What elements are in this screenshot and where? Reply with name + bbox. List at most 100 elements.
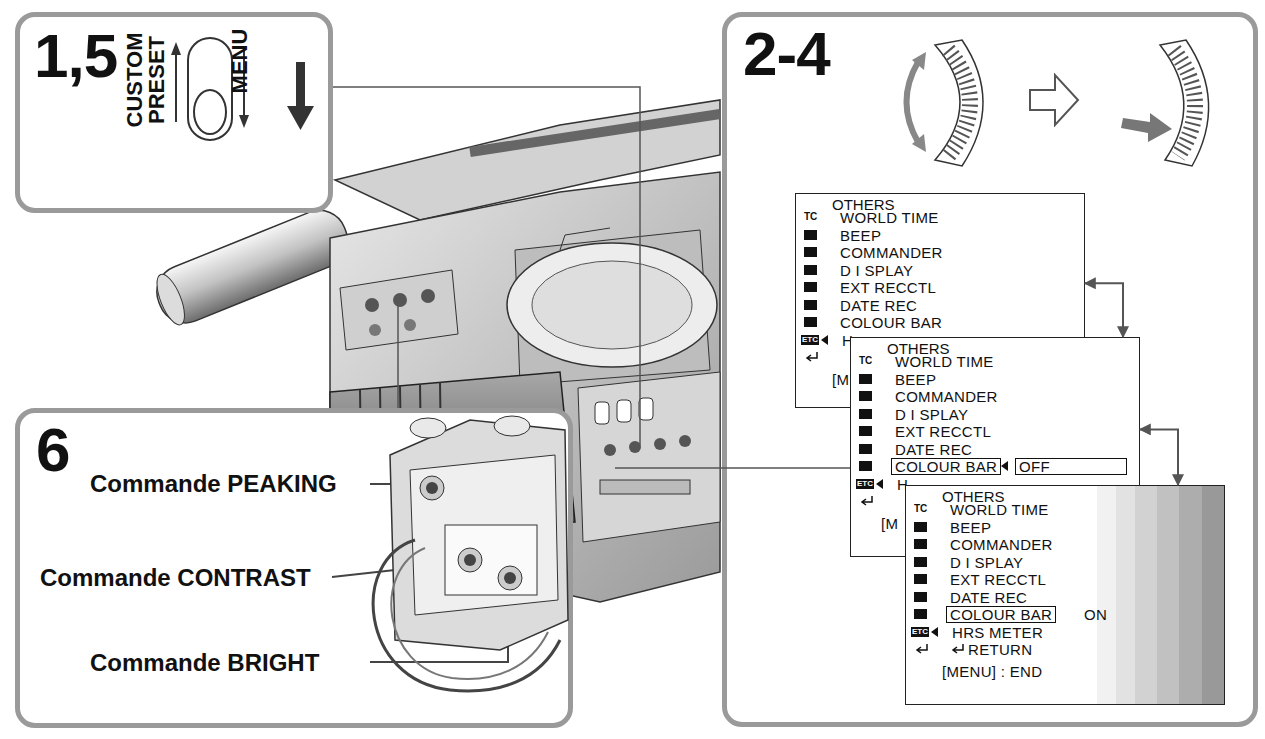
leader-line [615,467,850,469]
menu-icon-text: TC [859,356,872,366]
menu-item: BEEP [950,520,991,535]
menu-item: DATE REC [840,298,917,313]
menu-item: WORLD TIME [840,210,939,225]
selector-switch [175,52,177,122]
control-dial [912,52,926,70]
control-closeup [420,476,444,500]
return-symbol [805,351,819,363]
menu-item: WORLD TIME [895,354,994,369]
menu-item: D I SPLAY [840,263,913,278]
menu-icon-text: TC [804,212,817,222]
control-dial [912,134,926,152]
camcorder-illustration [617,400,631,422]
step-panel: 6 [15,408,573,728]
menu-icon-text: ETC [856,479,874,489]
menu-item: [MENU] : END [942,664,1042,679]
control-closeup [498,566,522,590]
menu-icon [914,574,927,584]
control-closeup [504,572,516,584]
step-number: 6 [36,419,69,481]
menu-item: [M [832,372,849,387]
menu-item: ON [1084,607,1107,622]
control-dial [948,50,970,156]
control-closeup [410,455,558,615]
step-number: 2-4 [743,23,830,85]
step-panel: 2-4OTHERSTCWORLD TIMEBEEPCOMMANDERD I SP… [722,12,1258,727]
control-closeup [391,548,548,679]
menu-item: COLOUR BAR [946,606,1056,623]
menu-icon [859,374,872,384]
menu-icon [859,461,872,471]
menu-icon [859,391,872,401]
camcorder-illustration [679,435,691,447]
menu-item: COLOUR BAR [840,315,942,330]
control-dial [1160,40,1209,166]
pointer-triangle [1001,461,1008,471]
menu-item: D I SPLAY [950,555,1023,570]
camcorder-illustration [369,324,381,336]
menu-icon-text: TC [914,504,927,514]
camcorder-illustration [151,271,190,329]
camcorder-illustration [404,319,416,331]
control-closeup [410,418,446,438]
control-dial [907,40,1209,166]
control-dial [1121,113,1172,142]
menu-item: COLOUR BAR [891,458,1001,475]
step-number: 1,5 [34,25,117,87]
menu-screen: OTHERSTCWORLD TIMEBEEPCOMMANDERD I SPLAY… [905,485,1225,705]
control-dial [1030,75,1078,125]
control-closeup [390,420,568,650]
menu-icon [804,317,817,327]
menu-icon [804,247,817,257]
menu-item: DATE REC [950,590,1027,605]
menu-item: HRS METER [952,625,1043,640]
camcorder-illustration [393,293,407,307]
menu-icon [914,522,927,532]
menu-item: EXT RECCTL [895,424,991,439]
control-closeup [426,482,438,494]
menu-icon [859,409,872,419]
camcorder-illustration [340,270,458,350]
menu-icon [914,609,927,619]
menu-item: BEEP [840,228,881,243]
return-symbol [951,643,965,655]
menu-icon [804,265,817,275]
camcorder-illustration [600,480,690,494]
return-symbol [807,352,817,361]
menu-item: COMMANDER [950,537,1053,552]
selector-switch [243,48,245,118]
step-panel: 1,5 [15,12,333,213]
return-symbol [860,495,874,507]
menu-item: [M [881,516,898,531]
camcorder-illustration [654,438,666,450]
camcorder-illustration [578,372,720,542]
menu-icon [804,230,817,240]
camcorder-illustration [365,298,379,312]
camcorder-illustration [560,228,610,250]
camcorder-illustration [532,261,692,349]
camcorder-illustration [507,243,717,367]
leader-line [333,87,640,445]
control-dial [935,40,983,166]
menu-item: BEEP [895,372,936,387]
menu-item: WORLD TIME [950,502,1049,517]
control-closeup [464,554,476,566]
menu-step-arrow [1085,283,1123,337]
pointer-triangle [931,627,938,637]
menu-item: EXT RECCTL [840,280,936,295]
leader-line [332,563,458,577]
control-closeup [494,416,530,436]
menu-item: COMMANDER [895,389,998,404]
selector-switch [287,106,314,130]
selector-switch [188,38,232,140]
menu-step-arrow [1140,429,1178,485]
camcorder-illustration [639,398,653,420]
return-symbol [953,644,963,653]
leader-line [333,87,640,445]
menu-item: COMMANDER [840,245,943,260]
menu-value: OFF [1015,458,1127,475]
menu-icon [859,444,872,454]
camcorder-illustration [421,289,435,303]
